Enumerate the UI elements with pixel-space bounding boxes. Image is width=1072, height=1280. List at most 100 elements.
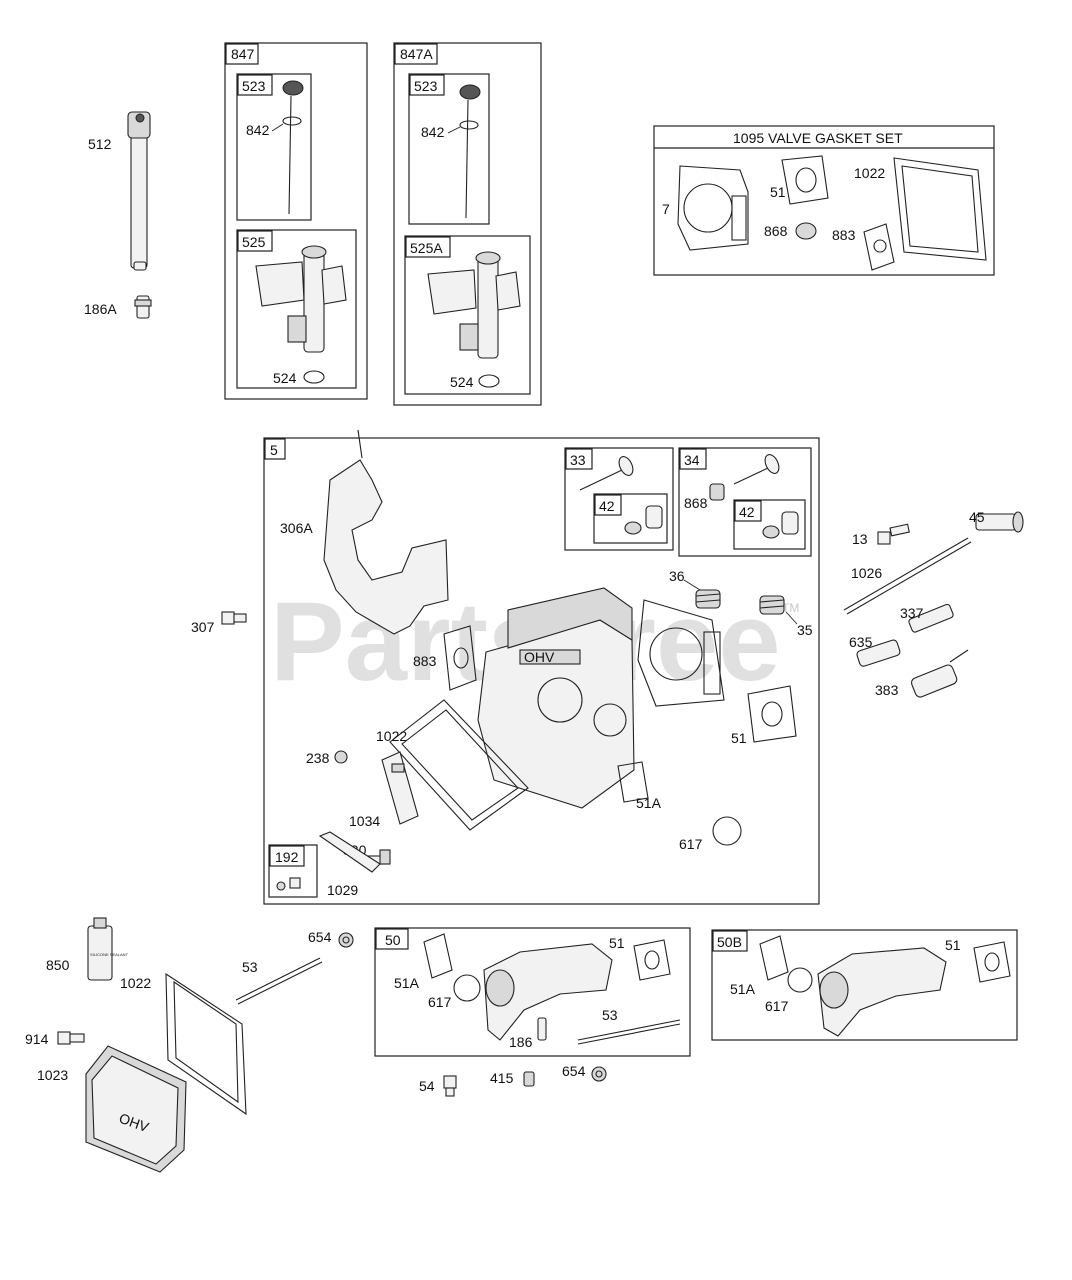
part-617-gasket-ring-3[interactable] (787, 967, 813, 993)
part-1022-valve-cover-gasket[interactable] (893, 157, 987, 261)
part-51A-gasket-3[interactable] (759, 935, 789, 981)
part-1026-push-rod[interactable] (843, 537, 972, 615)
kit-5-label: 5 (270, 442, 278, 458)
kit-42-frame-2 (733, 499, 806, 550)
part-42-valve-keepers-2[interactable] (762, 511, 799, 539)
part-617-gasket-ring-2[interactable] (453, 974, 481, 1002)
callout-36: 36 (669, 568, 685, 584)
part-50-intake-manifold[interactable] (483, 943, 613, 1041)
kit-50-label: 50 (385, 932, 401, 948)
part-51-exhaust-gasket-2[interactable] (747, 685, 797, 743)
part-50B-intake-manifold[interactable] (817, 947, 947, 1037)
part-33-intake-valve[interactable] (579, 454, 636, 491)
callout-35: 35 (797, 622, 813, 638)
kit-847A-label: 847A (400, 46, 433, 62)
part-186A-tube-fitting[interactable] (134, 295, 152, 319)
part-34-exhaust-valve[interactable] (733, 452, 782, 485)
part-186-fitting[interactable] (537, 1017, 547, 1041)
part-192-breather-screws[interactable] (276, 877, 301, 891)
callout-13: 13 (852, 531, 868, 547)
kit-33-tag (565, 448, 593, 470)
kit-5-frame (263, 437, 820, 905)
part-7-head-gasket-2[interactable] (637, 599, 725, 707)
part-13-screw[interactable] (877, 523, 910, 545)
kit-34-frame (678, 447, 812, 557)
part-524-o-ring-2[interactable] (478, 374, 500, 388)
kit-42-frame (593, 493, 668, 544)
part-42-valve-keepers[interactable] (624, 505, 663, 535)
part-1022-valve-cover-gasket-3[interactable] (165, 972, 247, 1116)
callout-307: 307 (191, 619, 215, 635)
callout-53-2: 53 (602, 1007, 618, 1023)
part-525-oil-fill-tube[interactable] (255, 245, 347, 353)
part-51-exhaust-gasket-3[interactable] (633, 939, 671, 981)
callout-1026: 1026 (851, 565, 882, 581)
callout-850: 850 (46, 957, 70, 973)
callout-383: 383 (875, 682, 899, 698)
kit-1095-label: 1095 VALVE GASKET SET (733, 130, 903, 146)
callout-415: 415 (490, 1070, 514, 1086)
kit-50-frame (374, 927, 691, 1057)
part-512-dipstick-tube[interactable] (127, 111, 151, 271)
part-524-o-ring[interactable] (303, 370, 325, 384)
kit-525A-frame (404, 235, 531, 395)
callout-883-2: 883 (413, 653, 437, 669)
part-523-dipstick-2[interactable] (459, 84, 481, 219)
callout-337: 337 (900, 605, 924, 621)
kit-847A-frame (393, 42, 542, 406)
callout-51A-2: 51A (394, 975, 420, 991)
part-306A-air-guide[interactable] (323, 429, 449, 635)
part-868-valve-seal-2[interactable] (709, 483, 725, 501)
callout-654: 654 (308, 929, 332, 945)
part-51-exhaust-gasket[interactable] (781, 155, 829, 205)
callout-45: 45 (969, 509, 985, 525)
callout-238: 238 (306, 750, 330, 766)
part-635-spark-boot[interactable] (856, 639, 901, 667)
kit-42-label: 42 (599, 498, 615, 514)
part-51-exhaust-gasket-4[interactable] (973, 941, 1011, 983)
callout-53: 53 (242, 959, 258, 975)
part-415-plug[interactable] (523, 1071, 535, 1087)
part-883-intake-gasket-2[interactable] (443, 625, 477, 691)
part-51A-gasket-2[interactable] (423, 933, 453, 979)
part-51A-gasket[interactable] (617, 761, 649, 803)
callout-51A-3: 51A (730, 981, 756, 997)
part-1034-breather-plate[interactable] (381, 751, 419, 825)
kit-525A-tag (405, 236, 451, 258)
part-525A-oil-fill-tube[interactable] (427, 251, 521, 359)
part-337-spark-plug[interactable] (908, 603, 954, 633)
part-53-stud[interactable] (235, 957, 323, 1005)
part-914-screw[interactable] (57, 1031, 85, 1045)
part-868-valve-seal[interactable] (795, 222, 817, 240)
part-36-valve-spring[interactable] (695, 589, 721, 609)
callout-635: 635 (849, 634, 873, 650)
part-523-dipstick[interactable] (282, 80, 304, 215)
cylinder-head[interactable]: OHV (477, 587, 635, 809)
callout-1022: 1022 (854, 165, 885, 181)
part-1029-breather-tube[interactable] (318, 831, 381, 873)
kit-34-label: 34 (684, 452, 700, 468)
callout-868: 868 (764, 223, 788, 239)
part-35-valve-spring[interactable] (759, 595, 785, 615)
part-1023-valve-cover[interactable]: OHV (85, 1045, 187, 1173)
kit-42-label-2: 42 (739, 504, 755, 520)
part-654-nut-2[interactable] (591, 1066, 607, 1082)
part-238-plug[interactable] (334, 750, 348, 764)
part-883-intake-gasket[interactable] (863, 223, 895, 271)
kit-525-frame (236, 229, 357, 389)
part-307-screw[interactable] (221, 611, 247, 625)
kit-50B-label: 50B (717, 934, 742, 950)
part-383-solenoid[interactable] (910, 649, 969, 699)
part-45-valve[interactable] (975, 511, 1024, 533)
kit-50-tag (375, 928, 409, 950)
part-654-nut[interactable] (338, 932, 354, 948)
part-53-stud-2[interactable] (577, 1019, 681, 1045)
part-850-sealant-tube[interactable]: SILICONE SEALANT (87, 917, 129, 981)
kit-847-frame (224, 42, 368, 400)
part-617-gasket-ring[interactable] (712, 816, 742, 846)
callout-186A: 186A (84, 301, 117, 317)
part-7-head-gasket[interactable] (677, 165, 749, 251)
part-54-screw[interactable] (443, 1075, 457, 1097)
part-1022-valve-cover-gasket-2[interactable] (389, 699, 529, 831)
callout-51-2: 51 (731, 730, 747, 746)
